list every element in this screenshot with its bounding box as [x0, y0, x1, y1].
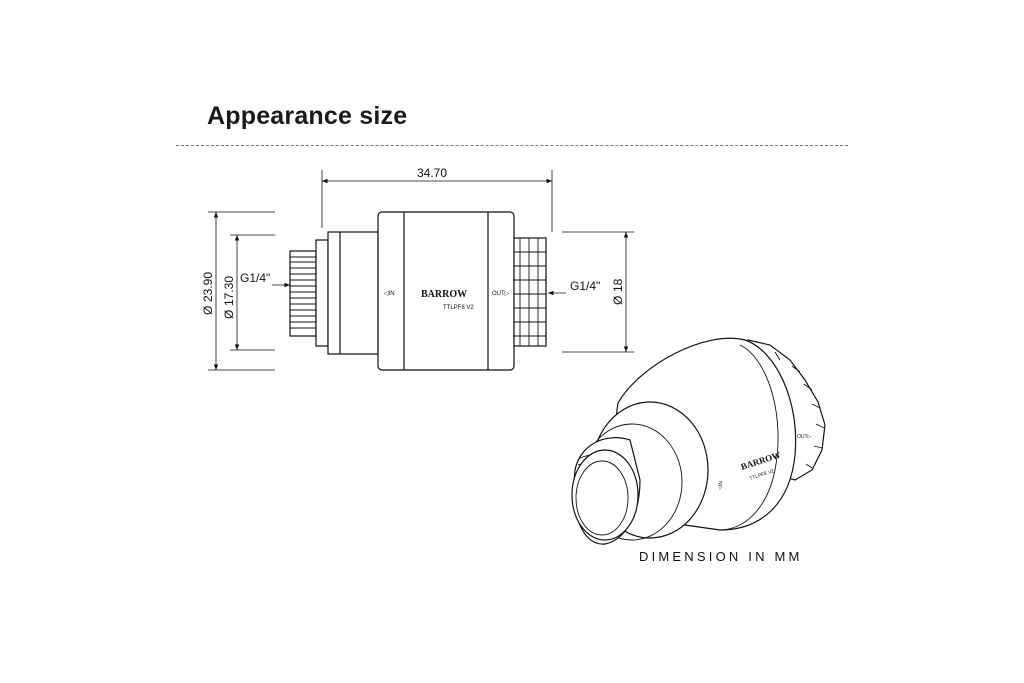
port-out-label: OUT▷	[492, 291, 510, 297]
port-in-label: ◁IN	[384, 291, 395, 297]
left-shoulder	[315, 239, 329, 347]
right-cap	[513, 237, 547, 347]
model-label: TTLPF8 V2	[443, 305, 474, 311]
thread-lines	[290, 256, 316, 329]
side-view	[289, 211, 547, 371]
thread-diameter-dimension: 17.30	[222, 276, 236, 306]
brand-logo: BARROW	[421, 289, 467, 300]
outer-diameter-dimension: 23.90	[201, 272, 215, 302]
thread-label-left: G1/4"	[240, 271, 270, 285]
left-collar	[327, 231, 379, 355]
right-diameter-dimension: 18	[611, 278, 625, 292]
dimension-lines	[208, 170, 634, 371]
units-note: DIMENSION IN MM	[639, 549, 803, 564]
iso-port-out-label: OUT▷	[797, 434, 812, 440]
iso-port-in-label: ◁IN	[717, 480, 725, 490]
left-thread	[289, 250, 317, 337]
iso-face	[571, 449, 639, 541]
diameter-symbol-right: Ø	[611, 296, 625, 305]
length-dimension: 34.70	[417, 166, 447, 180]
knurl-lines	[514, 238, 546, 346]
page-title: Appearance size	[207, 102, 408, 130]
isometric-view	[571, 337, 826, 545]
divider	[176, 145, 848, 146]
diameter-symbol-thread: Ø	[222, 310, 236, 319]
thread-label-right: G1/4"	[570, 279, 600, 293]
diameter-symbol-outer: Ø	[201, 306, 215, 315]
